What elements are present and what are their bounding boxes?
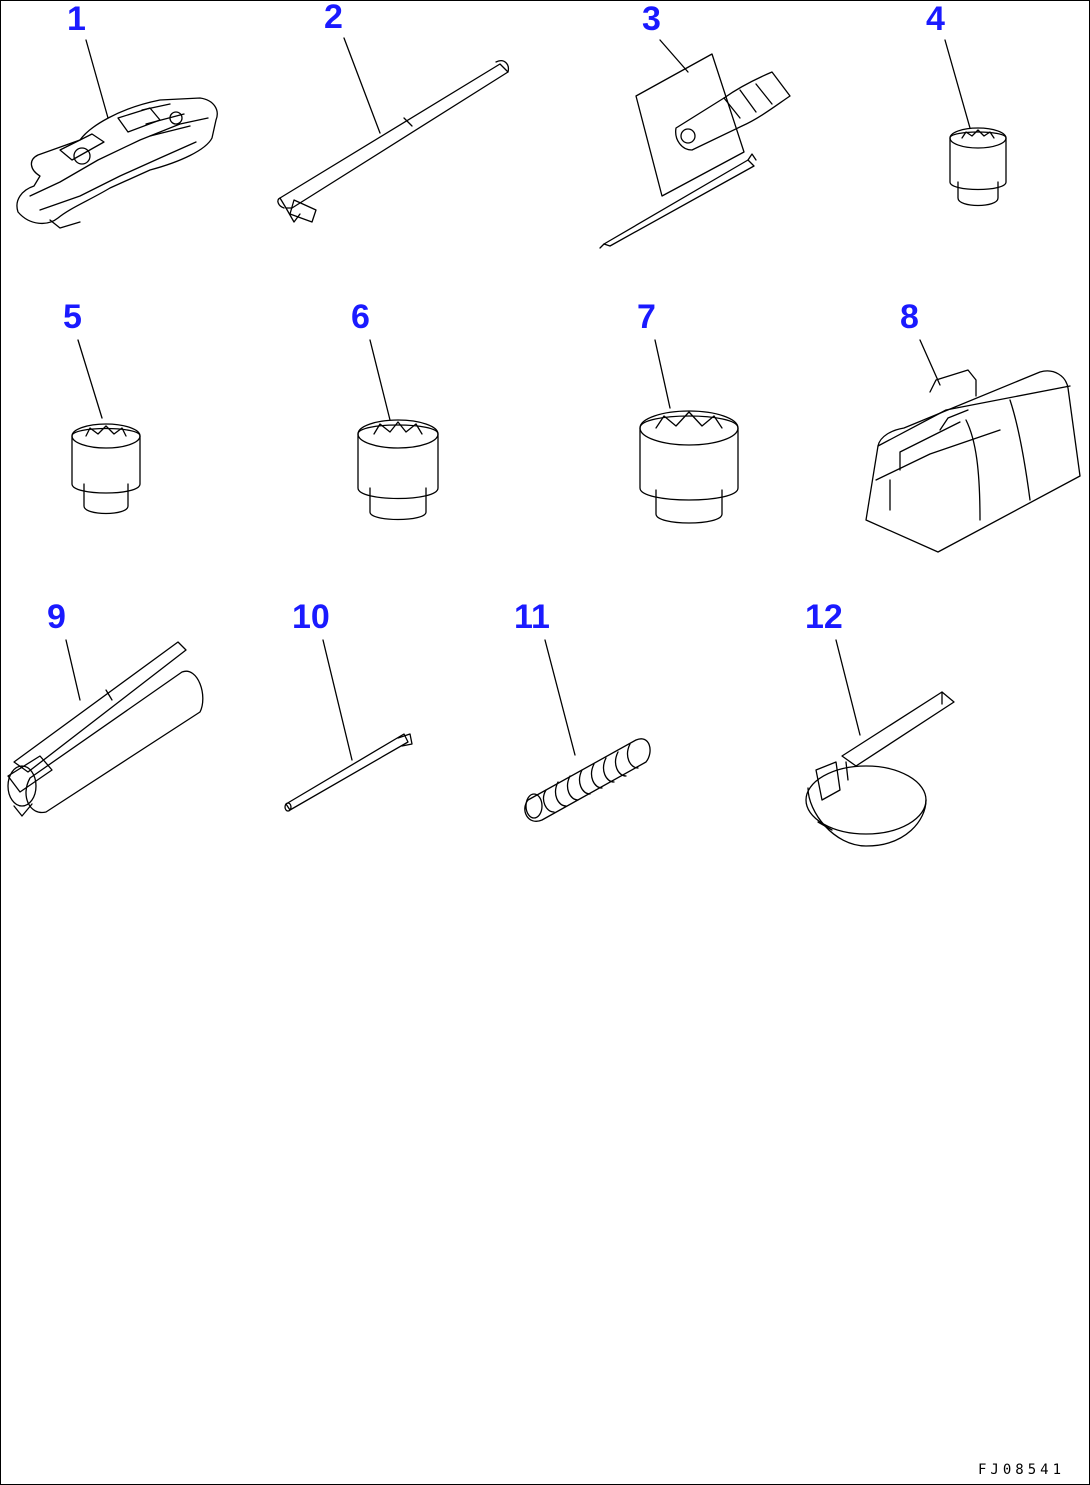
screwdriver-set-icon bbox=[599, 53, 791, 249]
tool-set-icon bbox=[16, 97, 218, 229]
grease-gun-icon bbox=[7, 641, 204, 817]
callout-4: 4 bbox=[926, 0, 945, 38]
socket-icon bbox=[71, 423, 141, 515]
wrench-bar-icon bbox=[277, 60, 510, 223]
spring-icon bbox=[524, 738, 651, 822]
callout-6: 6 bbox=[351, 298, 370, 336]
callout-12: 12 bbox=[805, 598, 843, 636]
callout-8: 8 bbox=[900, 298, 919, 336]
callout-2: 2 bbox=[324, 0, 343, 36]
callout-1: 1 bbox=[67, 0, 86, 38]
filter-wrench-icon bbox=[805, 691, 955, 847]
callout-5: 5 bbox=[63, 298, 82, 336]
callout-7: 7 bbox=[637, 298, 656, 336]
callout-10: 10 bbox=[292, 598, 330, 636]
callout-3: 3 bbox=[642, 0, 661, 38]
socket-icon bbox=[949, 127, 1007, 207]
callout-9: 9 bbox=[47, 598, 66, 636]
callout-11: 11 bbox=[514, 598, 550, 636]
leader-lines bbox=[65, 37, 971, 761]
tool-bag-icon bbox=[865, 369, 1081, 553]
socket-icon bbox=[639, 410, 739, 524]
drawing-code: FJ08541 bbox=[978, 1462, 1066, 1478]
rod-icon bbox=[284, 733, 413, 812]
socket-icon bbox=[357, 419, 439, 521]
